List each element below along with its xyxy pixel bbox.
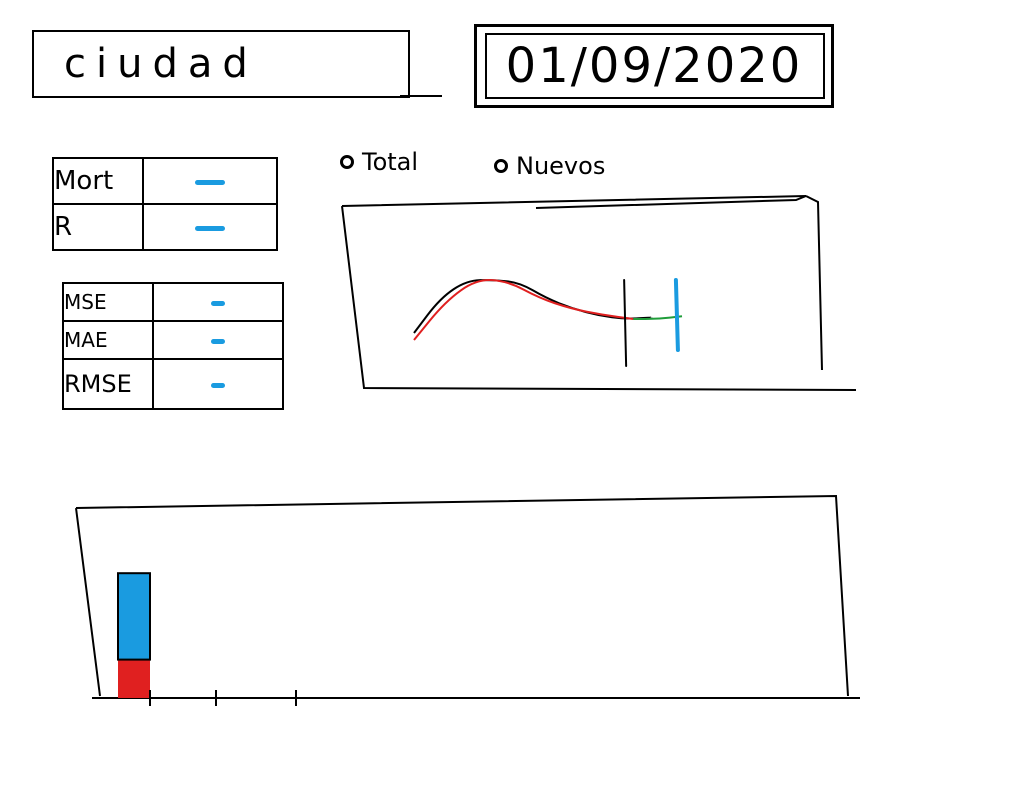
bar-segment-upper — [117, 572, 151, 661]
date-inner-border — [485, 33, 825, 99]
line-chart — [341, 195, 857, 391]
metrics-table-bottom: MSE MAE RMSE — [62, 282, 284, 410]
bar-chart-frame — [75, 494, 849, 697]
metric-row: RMSE — [62, 358, 284, 410]
city-input[interactable]: ciudad — [32, 30, 410, 98]
fitted-series-line — [413, 279, 634, 341]
metric-label: MAE — [62, 320, 154, 360]
metric-value — [142, 203, 278, 251]
metric-label: R — [52, 203, 144, 251]
placeholder-dash-icon — [211, 300, 225, 306]
metric-label: MSE — [62, 282, 154, 322]
radio-label: Total — [362, 148, 419, 176]
metric-value — [152, 320, 284, 360]
forecast-divider-line — [623, 279, 628, 367]
metric-value — [142, 157, 278, 205]
radio-total[interactable]: Total — [340, 148, 418, 176]
metric-value — [152, 282, 284, 322]
metric-value — [152, 358, 284, 410]
actual-series-line — [413, 279, 652, 334]
placeholder-dash-icon — [211, 338, 225, 344]
radio-circle-icon[interactable] — [494, 159, 508, 173]
placeholder-dash-icon — [195, 225, 225, 231]
radio-circle-icon[interactable] — [340, 155, 354, 169]
metric-label: Mort — [52, 157, 144, 205]
date-input[interactable]: 01/09/2020 — [474, 24, 834, 108]
placeholder-dash-icon — [211, 382, 225, 388]
forecast-series-line — [633, 315, 683, 320]
chart-frame — [341, 195, 857, 391]
metric-row: Mort — [52, 157, 278, 205]
date-value: 01/09/2020 — [505, 38, 803, 94]
metrics-table-top: Mort R — [52, 157, 278, 251]
metric-row: MAE — [62, 320, 284, 360]
city-underline — [400, 95, 442, 97]
metric-label: RMSE — [62, 358, 154, 410]
placeholder-dash-icon — [195, 179, 225, 185]
metric-row: MSE — [62, 282, 284, 322]
radio-label: Nuevos — [516, 152, 606, 180]
radio-nuevos[interactable]: Nuevos — [494, 152, 605, 180]
bar-segment-lower — [118, 659, 150, 698]
current-date-marker — [673, 278, 680, 352]
metric-row: R — [52, 203, 278, 251]
bar-chart — [75, 494, 860, 706]
